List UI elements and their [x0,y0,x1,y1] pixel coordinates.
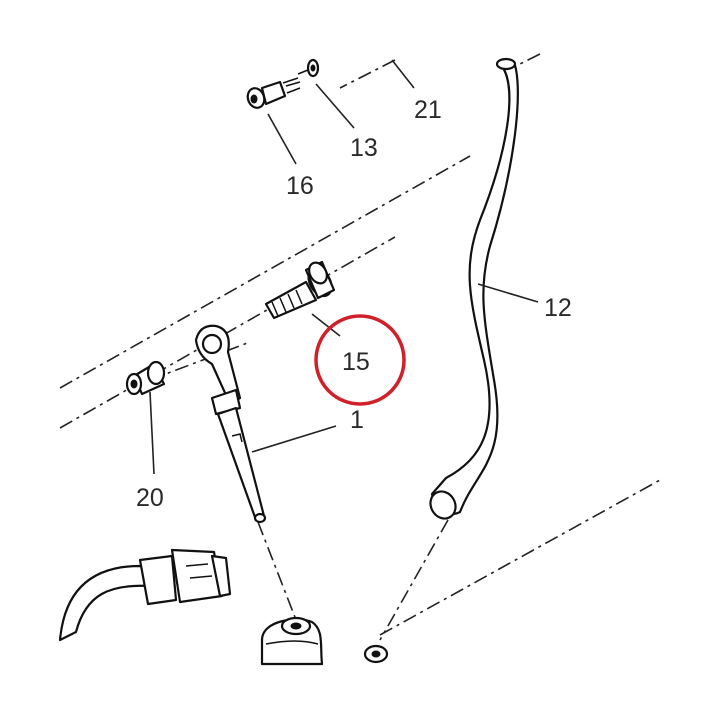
connector-assembly[interactable] [58,548,232,642]
part-15-screw[interactable] [264,259,336,320]
part-20-bushing[interactable] [125,360,166,396]
label-13[interactable]: 13 [350,134,378,162]
construction-lines [59,53,661,641]
label-15[interactable]: 15 [342,348,370,376]
hose-fitting [363,644,389,664]
label-12[interactable]: 12 [544,294,572,322]
part-12-hose[interactable] [426,57,519,523]
part-1-sensor[interactable] [194,324,267,524]
part-number-labels: 21 13 16 12 15 1 20 [136,96,572,512]
label-20[interactable]: 20 [136,484,164,512]
highlight-circle [314,314,406,406]
label-1[interactable]: 1 [350,406,364,434]
label-21[interactable]: 21 [414,96,442,124]
label-16[interactable]: 16 [286,172,314,200]
part-16-screw[interactable] [245,77,301,110]
rubber-boot [260,616,324,666]
part-13-washer[interactable] [297,58,320,78]
leader-lines [149,59,539,475]
